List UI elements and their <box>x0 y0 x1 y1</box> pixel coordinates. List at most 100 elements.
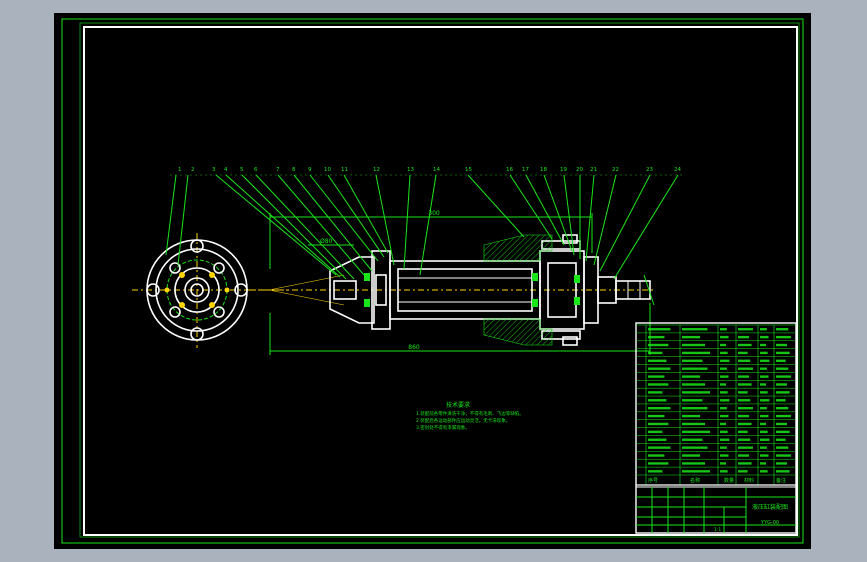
end-view-flange <box>132 233 288 348</box>
bom-cell-text <box>682 359 703 363</box>
bom-cell-text <box>776 446 789 449</box>
bom-cell-text <box>738 375 749 378</box>
bom-cell-text <box>720 383 726 386</box>
inner-frame-shadow <box>79 22 800 538</box>
bom-cell-text <box>760 430 768 434</box>
bom-cell-text <box>682 438 703 441</box>
bom-cell-text <box>682 335 700 339</box>
bom-cell-text <box>648 359 667 363</box>
balloon-7: 7 <box>276 167 280 173</box>
bom-cell-text <box>682 446 708 449</box>
bom-cell-text <box>682 375 700 378</box>
bom-cell-text <box>760 462 766 465</box>
bom-cell-text <box>760 391 768 394</box>
bom-cell-text <box>738 438 751 441</box>
bom-cell-text <box>738 391 748 394</box>
balloon-10: 10 <box>324 167 331 173</box>
bom-cell-text <box>776 391 790 394</box>
cad-viewport[interactable]: 300 860 Ø80 1 <box>54 13 811 549</box>
bom-cell-text <box>648 375 665 378</box>
bom-cell-text <box>760 375 769 378</box>
balloon-12: 12 <box>373 167 380 173</box>
bom-cell-text <box>738 406 753 410</box>
bom-cell-text <box>720 335 729 339</box>
bom-cell-text <box>776 462 787 465</box>
balloon-17: 17 <box>522 167 529 173</box>
bom-cell-text <box>738 462 752 465</box>
bom-cell-text <box>648 406 671 410</box>
bom-grid <box>636 324 796 485</box>
outer-frame <box>61 18 804 544</box>
bom-cell-text <box>720 438 730 441</box>
bom-cell-text <box>760 351 768 355</box>
bom-header-remark: 备注 <box>776 477 786 484</box>
bom-cell-text <box>760 343 766 347</box>
bom-cell-text <box>738 367 753 370</box>
notes-line-2: 2.装配后各运动部件应运动灵活，无卡滞现象。 <box>416 417 510 424</box>
bom-cell-text <box>738 446 753 449</box>
bom-cell-text <box>648 470 663 473</box>
bom-cell-text <box>738 328 753 331</box>
balloon-16: 16 <box>506 167 513 173</box>
bom-cell-text <box>720 446 727 449</box>
bom-cell-text <box>682 414 700 418</box>
bom-cell-text <box>760 446 767 449</box>
bom-cell-text <box>648 462 669 465</box>
bom-cell-text <box>760 414 769 418</box>
bom-cell-text <box>648 438 667 441</box>
bom-cell-text <box>776 470 790 473</box>
bom-cell-text <box>760 454 769 457</box>
bom-cell-text <box>738 430 748 434</box>
bom-cell-text <box>720 414 729 418</box>
balloon-13: 13 <box>407 167 414 173</box>
balloon-21: 21 <box>590 167 597 173</box>
dim-top-label: 300 <box>428 210 440 217</box>
bom-cell-text <box>720 328 727 331</box>
bom-cell-text <box>648 391 663 394</box>
dim-left-label: Ø80 <box>320 238 333 245</box>
balloon-6: 6 <box>254 167 258 173</box>
bom-cell-text <box>738 335 749 339</box>
bom-cell-text <box>682 391 710 394</box>
notes-title: 技术要求 <box>446 401 470 409</box>
balloon-1: 1 <box>178 167 182 173</box>
bom-cell-text <box>776 438 786 441</box>
bom-cell-text <box>720 375 729 378</box>
bom-header-no: 序号 <box>648 477 658 484</box>
bom-cell-text <box>682 351 710 355</box>
bom-cell-text <box>648 343 669 347</box>
bom-cell-text <box>682 399 703 402</box>
bom-cell-text <box>720 391 728 394</box>
bom-cell-text <box>648 328 671 331</box>
bom-cell-text <box>738 343 752 347</box>
balloon-19: 19 <box>560 167 567 173</box>
bom-cell-text <box>648 422 669 426</box>
balloon-leaders <box>165 174 684 280</box>
bom-cell-text <box>760 470 768 473</box>
title-block-scale: 1:1 <box>714 527 721 533</box>
bom-cell-text <box>760 367 767 370</box>
bom-cell-text <box>648 383 669 386</box>
bom-cell-text <box>738 470 748 473</box>
bom-cell-text <box>720 422 726 426</box>
bom-cell-text <box>682 470 710 473</box>
bom-cell-text <box>720 430 728 434</box>
technical-notes: 技术要求 1.装配前各零件清洗干净，不得有毛刺、飞边等缺陷。 2.装配后各运动部… <box>416 401 524 431</box>
bom-cell-text <box>776 367 789 370</box>
dimension-lines: 300 860 Ø80 <box>269 210 655 355</box>
bom-cell-text <box>682 406 708 410</box>
bom-cell-text <box>776 414 791 418</box>
bom-cell-text <box>720 351 728 355</box>
balloon-2: 2 <box>191 167 195 173</box>
bom-cell-text <box>682 430 710 434</box>
bom-cell-text <box>720 406 727 410</box>
bom-cell-text <box>738 414 749 418</box>
bom-cell-text <box>738 399 751 402</box>
bom-cell-text <box>648 454 665 457</box>
balloon-15: 15 <box>465 167 472 173</box>
bom-cell-text <box>738 422 752 426</box>
balloon-23: 23 <box>646 167 653 173</box>
balloon-22: 22 <box>612 167 619 173</box>
bom-table: 序号 名称 数量 材料 备注 <box>635 322 797 534</box>
balloon-24: 24 <box>674 167 681 173</box>
